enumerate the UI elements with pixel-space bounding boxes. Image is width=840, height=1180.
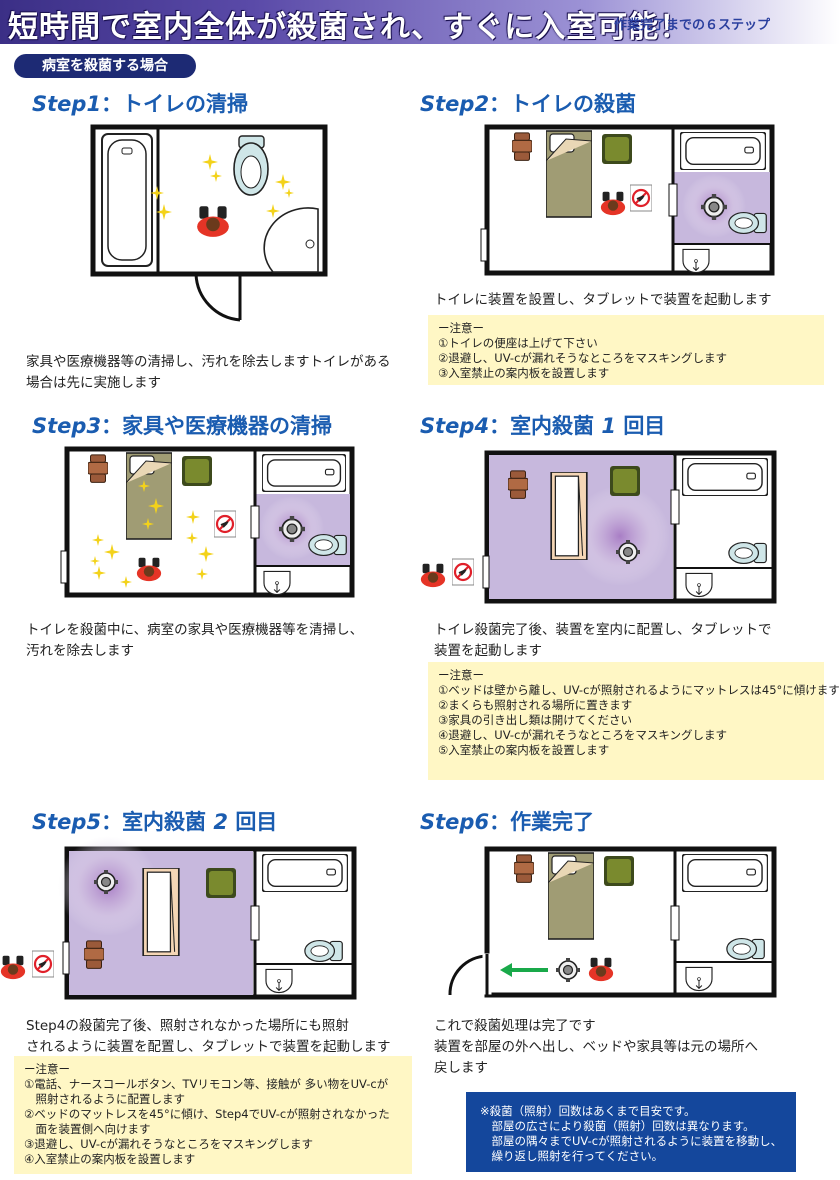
step5-diagram — [0, 836, 357, 1000]
step4-description: トイレ殺菌完了後、装置を室内に配置し、タブレットで 装置を起動します — [434, 622, 772, 659]
step1-diagram — [90, 124, 328, 322]
step4-diagram — [420, 450, 777, 604]
footnote-box: ※殺菌（照射）回数はあくまで目安です。 部屋の広さにより殺菌（照射）回数は異なり… — [466, 1092, 796, 1172]
step1-description: 家具や医療機器等の清掃し、汚れを除去しますトイレがある 場合は先に実施します — [26, 354, 391, 391]
header-bar — [0, 0, 840, 44]
section-label: 病室を殺菌する場合 — [14, 54, 196, 78]
page-subtitle: 作業完了までの６ステップ — [614, 18, 771, 33]
step1-heading: Step1：トイレの清掃 — [32, 92, 249, 116]
step2-diagram — [480, 124, 775, 276]
page-title: 短時間で室内全体が殺菌され、すぐに入室可能！ — [8, 10, 691, 45]
step6-diagram — [448, 846, 777, 998]
step4-heading: Step4：室内殺菌 1 回目 — [420, 414, 666, 438]
step6-heading: Step6：作業完了 — [420, 810, 595, 834]
step3-heading: Step3：家具や医療機器の清掃 — [32, 414, 333, 438]
step3-diagram — [60, 446, 355, 598]
step2-description: トイレに装置を設置し、タブレットで装置を起動します — [434, 292, 772, 308]
step5-description: Step4の殺菌完了後、照射されなかった場所にも照射 されるように装置を配置し、… — [26, 1018, 391, 1055]
step5-heading: Step5：室内殺菌 2 回目 — [32, 810, 278, 834]
step3-description: トイレを殺菌中に、病室の家具や医療機器等を清掃し、 汚れを除去します — [26, 622, 364, 659]
step6-description: これで殺菌処理は完了です 装置を部屋の外へ出し、ベッドや家具等は元の場所へ 戻し… — [434, 1018, 758, 1076]
step2-heading: Step2：トイレの殺菌 — [420, 92, 637, 116]
